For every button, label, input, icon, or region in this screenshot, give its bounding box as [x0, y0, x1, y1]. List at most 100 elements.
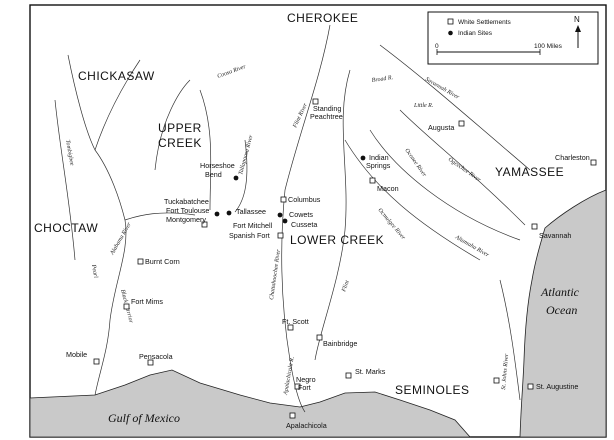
- label-horseshoe-bend: Bend: [205, 170, 222, 179]
- indian-site-dot-icon: [233, 175, 239, 181]
- label-fort-mitchell: Fort Mitchell: [233, 221, 273, 230]
- indian-site-dot-icon: [214, 211, 220, 217]
- label-apalachicola: Apalachicola: [286, 421, 327, 430]
- nation-choctaw: CHOCTAW: [34, 221, 98, 235]
- river-line: [67, 54, 127, 396]
- nation-seminoles: SEMINOLES: [395, 383, 470, 397]
- nation-upper-creek: CREEK: [158, 136, 202, 150]
- gulf-of-mexico: [29, 369, 471, 438]
- settlement-square-icon: [280, 196, 287, 203]
- label-montgomery: Montgomery: [166, 215, 206, 224]
- legend-square-icon: [447, 18, 454, 25]
- settlement-square-icon: [93, 358, 100, 365]
- river-line: [344, 139, 481, 261]
- river-line: [234, 139, 248, 213]
- label-columbus: Columbus: [288, 195, 321, 204]
- legend-indian-sites: Indian Sites: [458, 30, 493, 37]
- label-indian-springs: Springs: [366, 161, 391, 170]
- label-indian-springs: Indian: [369, 153, 389, 162]
- label-bainbridge: Bainbridge: [323, 339, 357, 348]
- settlement-square-icon: [312, 98, 319, 105]
- nation-yamassee: YAMASSEE: [495, 165, 564, 179]
- label-savannah: Savannah: [539, 231, 571, 240]
- nation-upper-creek: UPPER: [158, 121, 202, 135]
- label-st-marks: St. Marks: [355, 367, 386, 376]
- label-pensacola: Pensacola: [139, 352, 173, 361]
- river-line: [199, 89, 212, 211]
- scale-zero: 0: [435, 43, 439, 50]
- settlement-square-icon: [527, 383, 534, 390]
- legend-white-settlements: White Settlements: [458, 19, 511, 26]
- north-arrowhead-icon: [575, 25, 581, 32]
- white-settlement-markers: [93, 98, 597, 419]
- label-standing-peachtree: Standing: [313, 104, 341, 113]
- label-st-augustine: St. Augustine: [536, 382, 578, 391]
- river-line: [154, 79, 191, 171]
- settlement-square-icon: [147, 359, 154, 366]
- legend-box: [427, 11, 599, 65]
- river-line: [54, 99, 76, 261]
- river-label-tombigbee: Tombigbee: [64, 139, 75, 166]
- label-charleston: Charleston: [555, 153, 590, 162]
- rivers: [54, 24, 531, 413]
- river-label-flint: Flint: [341, 279, 351, 293]
- river-label-broad: Broad R.: [371, 75, 393, 84]
- scale-max: 100 Miles: [534, 43, 563, 50]
- nation-cherokee: CHEROKEE: [287, 11, 358, 25]
- label-spanish-fort: Spanish Fort: [229, 231, 270, 240]
- label-negro-fort: Fort: [298, 383, 311, 392]
- label-tallassee: Tallassee: [236, 207, 266, 216]
- nation-chickasaw: CHICKASAW: [78, 69, 155, 83]
- river-line: [369, 129, 521, 241]
- river-label-little: Little R.: [413, 103, 433, 109]
- river-label-pearl: Pearl: [90, 263, 98, 278]
- north-label: N: [574, 15, 580, 24]
- label-cowets: Cowets: [289, 210, 313, 219]
- settlement-square-icon: [287, 324, 294, 331]
- label-mobile: Mobile: [66, 350, 87, 359]
- indian-site-dot-icon: [360, 155, 366, 161]
- settlement-square-icon: [531, 223, 538, 230]
- indian-site-dot-icon: [282, 218, 288, 224]
- label-horseshoe-bend: Horseshoe: [200, 161, 235, 170]
- settlement-square-icon: [493, 377, 500, 384]
- label-fort-toulouse: Fort Toulouse: [166, 206, 209, 215]
- settlement-square-icon: [345, 372, 352, 379]
- indian-site-dot-icon: [277, 212, 283, 218]
- river-line: [399, 109, 526, 226]
- atlantic-label: Atlantic: [540, 285, 580, 299]
- label-negro-fort: Negro: [296, 375, 316, 384]
- river-label-st-johns: St. Johns River: [501, 353, 510, 390]
- settlement-square-icon: [316, 334, 323, 341]
- nation-lower-creek: LOWER CREEK: [290, 233, 384, 247]
- indian-site-markers: [214, 155, 366, 224]
- river-line: [314, 69, 351, 361]
- gulf-label: Gulf of Mexico: [108, 411, 180, 425]
- indian-site-dot-icon: [226, 210, 232, 216]
- river-line: [124, 212, 196, 221]
- settlement-square-icon: [289, 412, 296, 419]
- label-fort-mims: Fort Mims: [131, 297, 163, 306]
- settlement-square-icon: [123, 303, 130, 310]
- map-frame: [29, 4, 607, 438]
- label-augusta: Augusta: [428, 123, 454, 132]
- label-macon: Macon: [377, 184, 399, 193]
- label-tuckabatchee: Tuckabatchee: [164, 197, 209, 206]
- settlement-square-icon: [277, 232, 284, 239]
- river-line: [94, 59, 141, 151]
- settlement-square-icon: [201, 221, 208, 228]
- label-burnt-corn: Burnt Corn: [145, 257, 180, 266]
- label-cusseta: Cusseta: [291, 220, 317, 229]
- label-standing-peachtree: Peachtree: [310, 112, 343, 121]
- settlement-square-icon: [137, 258, 144, 265]
- atlantic-label: Ocean: [546, 303, 577, 317]
- river-line: [499, 279, 521, 401]
- legend-dot-icon: [448, 30, 453, 36]
- atlantic-ocean: [519, 189, 607, 438]
- river-line: [379, 44, 531, 171]
- legend: White Settlements Indian Sites N 0 100 M…: [427, 11, 599, 65]
- settlement-square-icon: [294, 383, 301, 390]
- settlement-square-icon: [590, 159, 597, 166]
- settlement-square-icon: [369, 177, 376, 184]
